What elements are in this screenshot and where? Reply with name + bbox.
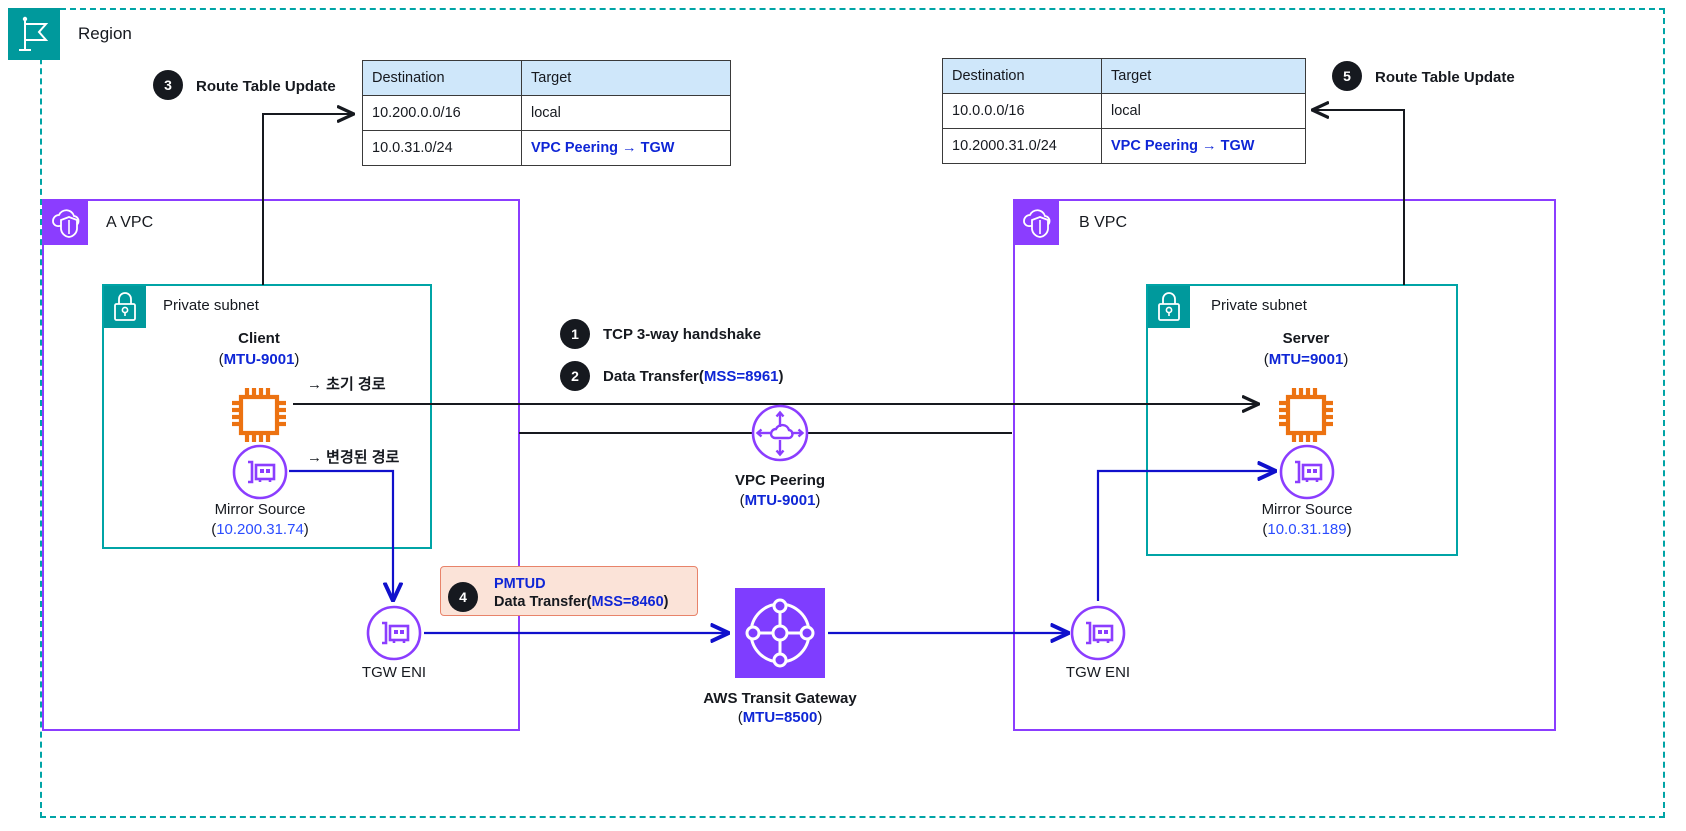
pmtud-title: PMTUD <box>494 576 546 592</box>
cell-destination: 10.0.0.0/16 <box>942 93 1102 129</box>
vpc-b-label: B VPC <box>1079 214 1128 231</box>
tgw-mtu-value: MTU=8500 <box>742 709 818 726</box>
client-mtu-prefix: ( <box>218 351 224 368</box>
server-mtu: (MTU=9001) <box>1226 351 1386 368</box>
step-label-2: Data Transfer(MSS=8961) <box>603 368 784 385</box>
cell-destination: 10.200.0.0/16 <box>362 95 522 131</box>
ip-value: 10.0.31.189 <box>1267 521 1347 538</box>
subnet-a-label: Private subnet <box>163 297 259 314</box>
table-row: 10.200.0.0/16 local <box>362 95 731 131</box>
tgw-mtu-suffix: ) <box>817 709 823 726</box>
server-mtu-suffix: ) <box>1343 351 1349 368</box>
client-title: Client <box>238 330 280 347</box>
step-badge-1: 1 <box>560 319 590 349</box>
cell-target: VPC Peering → TGW <box>1101 128 1306 164</box>
mirror-source-b-title: Mirror Source <box>1261 501 1353 518</box>
mirror-source-b-ip: (10.0.31.189) <box>1227 521 1387 538</box>
region-boundary <box>40 8 1665 818</box>
transit-gateway-title: AWS Transit Gateway <box>703 690 857 707</box>
ip-prefix: ( <box>1262 521 1268 538</box>
server-title: Server <box>1282 330 1330 347</box>
column-header-destination: Destination <box>362 60 522 96</box>
path-note-changed: → 변경된 경로 <box>307 449 400 466</box>
table-header-row: Destination Target <box>942 58 1306 94</box>
step-badge-3: 3 <box>153 70 183 100</box>
vpc-cloud-shield-icon <box>1015 201 1059 245</box>
pmtud-sub-prefix: Data Transfer( <box>494 594 592 610</box>
ec2-instance-icon <box>223 379 295 456</box>
private-subnet-lock-icon <box>1148 286 1190 328</box>
table-row: 10.0.31.0/24 VPC Peering → TGW <box>362 130 731 166</box>
server-mtu-value: MTU=9001 <box>1268 351 1344 368</box>
step-label-3: Route Table Update <box>196 78 336 95</box>
cell-destination: 10.0.31.0/24 <box>362 130 522 166</box>
vpc-peering-icon <box>750 403 810 468</box>
step2-prefix: Data Transfer( <box>603 368 704 385</box>
vpc-b-boundary <box>1013 199 1556 731</box>
route-table-b: Destination Target 10.0.0.0/16 local 10.… <box>942 58 1306 164</box>
tgw-mtu-prefix: ( <box>737 709 743 726</box>
network-interface-icon <box>366 605 422 666</box>
region-label: Region <box>78 24 132 43</box>
region-flag-icon <box>8 8 60 60</box>
transit-gateway-icon <box>735 588 825 678</box>
column-header-target: Target <box>521 60 731 96</box>
peering-mtu-prefix: ( <box>739 492 745 509</box>
pmtud-sub-value: MSS=8460 <box>591 594 664 610</box>
server-mtu-prefix: ( <box>1263 351 1269 368</box>
step-badge-5: 5 <box>1332 61 1362 91</box>
route-table-a: Destination Target 10.200.0.0/16 local 1… <box>362 60 731 166</box>
peering-mtu-value: MTU-9001 <box>744 492 816 509</box>
client-mtu-value: MTU-9001 <box>223 351 295 368</box>
subnet-a-boundary <box>102 284 432 549</box>
step-label-1: TCP 3-way handshake <box>603 326 762 343</box>
vpc-peering-mtu: (MTU-9001) <box>700 492 860 509</box>
ip-value: 10.200.31.74 <box>216 521 304 538</box>
client-mtu-suffix: ) <box>294 351 300 368</box>
column-header-target: Target <box>1101 58 1306 94</box>
network-interface-icon <box>1070 605 1126 666</box>
pmtud-sub-suffix: ) <box>663 594 669 610</box>
mirror-source-a-title: Mirror Source <box>214 501 306 518</box>
pmtud-callout-box <box>440 566 698 616</box>
step-label-5: Route Table Update <box>1375 69 1515 86</box>
ip-suffix: ) <box>1346 521 1352 538</box>
network-interface-icon <box>1279 444 1335 505</box>
step2-suffix: ) <box>778 368 784 385</box>
table-row: 10.2000.31.0/24 VPC Peering → TGW <box>942 128 1306 164</box>
cell-target: local <box>521 95 731 131</box>
vpc-a-label: A VPC <box>106 214 154 231</box>
cell-destination: 10.2000.31.0/24 <box>942 128 1102 164</box>
vpc-peering-title: VPC Peering <box>734 472 826 489</box>
transit-gateway-mtu: (MTU=8500) <box>694 709 866 726</box>
network-interface-icon <box>232 444 288 505</box>
subnet-b-label: Private subnet <box>1211 297 1307 314</box>
peering-mtu-suffix: ) <box>815 492 821 509</box>
client-mtu: (MTU-9001) <box>179 351 339 368</box>
vpc-cloud-shield-icon <box>44 201 88 245</box>
cell-target: VPC Peering → TGW <box>521 130 731 166</box>
column-header-destination: Destination <box>942 58 1102 94</box>
table-header-row: Destination Target <box>362 60 731 96</box>
ip-prefix: ( <box>211 521 217 538</box>
step-badge-2: 2 <box>560 361 590 391</box>
step2-value: MSS=8961 <box>703 368 779 385</box>
mirror-source-a-ip: (10.200.31.74) <box>180 521 340 538</box>
subnet-b-boundary <box>1146 284 1458 556</box>
path-note-initial: → 초기 경로 <box>307 376 386 393</box>
tgw-eni-b-label: TGW ENI <box>1065 664 1131 681</box>
step-badge-4: 4 <box>448 582 478 612</box>
ec2-instance-icon <box>1270 379 1342 456</box>
ip-suffix: ) <box>303 521 309 538</box>
pmtud-subtitle: Data Transfer(MSS=8460) <box>494 594 669 610</box>
cell-target: local <box>1101 93 1306 129</box>
table-row: 10.0.0.0/16 local <box>942 93 1306 129</box>
private-subnet-lock-icon <box>104 286 146 328</box>
tgw-eni-a-label: TGW ENI <box>361 664 427 681</box>
